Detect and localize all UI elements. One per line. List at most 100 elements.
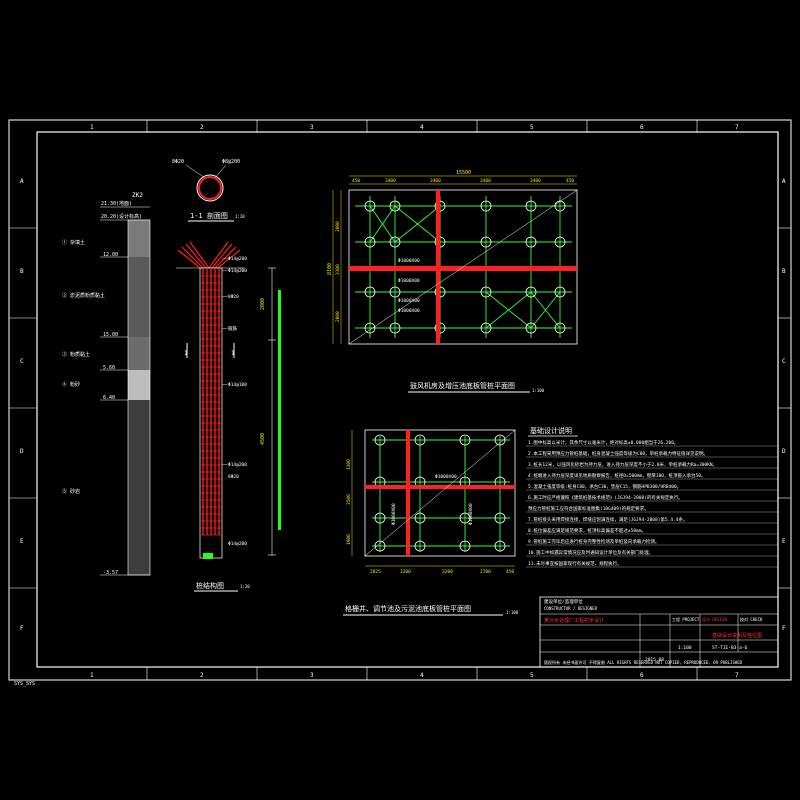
layer-label: ③ 粉质黏土	[62, 351, 90, 358]
pile-detail: 1 1 Φ14@200 Φ14@200 箍筋 8Φ20 Φ14@100 Φ14@…	[176, 241, 281, 592]
pile	[414, 540, 426, 552]
note-line: 9.管桩施工完毕后应进行桩身完整性检测及单桩竖向承载力检测。	[528, 538, 659, 545]
note-line: 11.未尽事宜按国家现行有关规范、规程执行。	[528, 560, 622, 567]
col-label: 3	[310, 124, 314, 131]
pile	[364, 286, 376, 298]
section-ratio: 1:20	[235, 214, 245, 219]
pile-length-bar	[278, 290, 281, 530]
red-axis-h	[365, 485, 515, 489]
dim: 2000	[335, 311, 341, 322]
dim: 3200	[442, 569, 453, 575]
pile	[494, 512, 506, 524]
dim: 3400	[430, 178, 441, 184]
pile	[554, 322, 566, 334]
cut-label: 1	[184, 350, 188, 357]
pile	[554, 286, 566, 298]
layer-label: ④ 粉砂	[62, 381, 80, 388]
boring-log: ZK2 21.30(地面) 20.20(设计标高) 12.00 15.00 5.…	[62, 192, 151, 576]
design-notes: 基础设计说明 1.图中标高以米计，其余尺寸以毫米计，绝对标高±0.000相当于2…	[526, 426, 778, 568]
pile	[554, 200, 566, 212]
row-label: F	[782, 625, 786, 632]
title-block: 建设单位/监理单位 CONSTRUCTOR / DESIGNER 某污水处理厂工…	[539, 596, 779, 668]
boring-elev-top: 21.30(地面)	[101, 200, 132, 207]
plan-top: 15500 450 3400 3400 3400 3400 450 8100 2…	[327, 170, 578, 393]
row-label: C	[782, 358, 786, 365]
stirrups	[200, 275, 222, 536]
pile-label: Φ1000X00	[468, 503, 474, 525]
col-label: 1	[90, 124, 94, 131]
dim: 2700	[480, 569, 491, 575]
copyright: 版权所有 未经书面许可 不得复制 ALL RIGHTS RESERVED NOT…	[544, 659, 743, 665]
soil-layer-3	[128, 337, 150, 370]
dim: 3200	[400, 569, 411, 575]
pile-label: Φ1000X00	[398, 298, 420, 304]
pile	[525, 322, 537, 334]
pile	[525, 200, 537, 212]
pile	[459, 512, 471, 524]
pile	[414, 434, 426, 446]
row-label: E	[782, 538, 786, 545]
section-1-1: 8Φ20 Φ8@200 1-1 剖面图 1:20	[172, 159, 245, 222]
pile	[414, 512, 426, 524]
title-cell-1: 建设单位/监理单位	[544, 598, 583, 605]
soil-layer-1	[128, 220, 150, 257]
note-line: 5.混凝土强度等级:桩身C80，承台C30，垫层C15，钢筋HPB300/HRB…	[528, 483, 681, 490]
label-check: 校对 CHECK	[740, 616, 763, 622]
note-line: 7.管桩接头采用焊接连接，焊缝应饱满连续，满足(JGJ94-2008)第5.4.…	[528, 516, 687, 523]
pile-note: 8Φ20	[228, 474, 239, 480]
col-label: 7	[735, 124, 739, 131]
notes-title: 基础设计说明	[530, 426, 572, 435]
pile-note: 箍筋	[228, 325, 237, 332]
pile	[459, 540, 471, 552]
dim-left-total: 8100	[327, 263, 333, 275]
section-label-right: Φ8@200	[222, 159, 240, 165]
pile	[480, 236, 492, 248]
pile-note: Φ14@100	[228, 382, 247, 388]
depth: 5.60	[103, 365, 115, 371]
col-label: 2	[200, 672, 204, 679]
corner-tag: SYS_SYS	[14, 681, 35, 687]
pile	[480, 200, 492, 212]
plan-top-title: 鼓风机房及增压池底板管桩平面图	[410, 381, 515, 390]
drawing-no: ST-TIE-B3-a-6	[712, 645, 748, 651]
pile	[374, 512, 386, 524]
title-cell-2: CONSTRUCTOR / DESIGNER	[544, 606, 598, 611]
row-label: B	[20, 268, 24, 275]
pile	[389, 200, 401, 212]
pile-circles	[374, 434, 506, 552]
row-label: A	[782, 178, 786, 185]
boring-elev-2: 20.20(设计标高)	[101, 213, 142, 220]
dim: 450	[566, 178, 574, 184]
dim: 3100	[335, 264, 341, 275]
soil-layer-4	[128, 370, 150, 400]
note-line: 2.本工程采用预应力管桩基础，桩身混凝土强度等级为C80，单桩承载力特征值详见说…	[528, 450, 708, 457]
pile-note: Φ14@200	[228, 256, 247, 262]
pile	[480, 286, 492, 298]
pile	[459, 434, 471, 446]
col-label: 4	[420, 124, 424, 131]
red-axis-v	[406, 430, 410, 556]
drawing-title: 基础设计说明及桩位图	[712, 632, 762, 639]
row-label: D	[782, 448, 786, 455]
border-col-ticks	[9, 120, 791, 680]
dim: 450	[352, 178, 360, 184]
note-line: 4.桩端进入持力层深度详见地质勘察报告，桩径D=500mm，壁厚100，桩顶嵌入…	[528, 472, 705, 479]
col-label: 7	[735, 672, 739, 679]
col-label: 5	[530, 124, 534, 131]
col-label: 5	[530, 672, 534, 679]
pile	[374, 434, 386, 446]
scale: 1:100	[678, 645, 692, 651]
pile	[364, 236, 376, 248]
inner-frame	[36, 131, 779, 668]
col-label: 4	[420, 672, 424, 679]
pile-label: Φ1000X00	[398, 278, 420, 284]
pile-note: Φ14@200	[228, 541, 247, 547]
col-label: 2	[200, 124, 204, 131]
note-line: 预应力管桩施工应符合国家标准图集(10G409)的规定要求。	[528, 505, 649, 512]
cut-label: 1	[231, 350, 235, 357]
pile	[480, 322, 492, 334]
plan-bottom: Φ1000X00 Φ1000X00 Φ1000X00 2025 3200 320…	[343, 429, 519, 616]
pile	[389, 286, 401, 298]
pile	[494, 540, 506, 552]
